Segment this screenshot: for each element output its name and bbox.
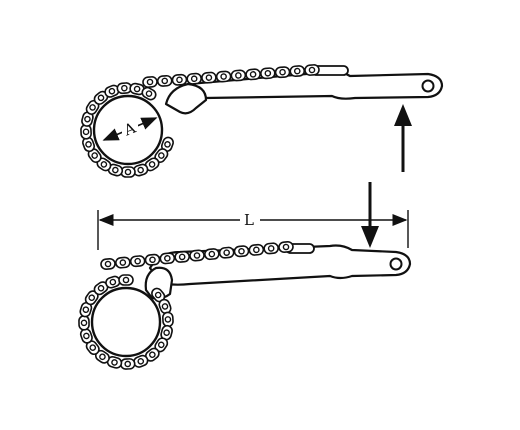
- chain-link: [81, 111, 94, 127]
- chain-link: [107, 163, 124, 177]
- chain-link: [160, 136, 174, 153]
- chain-link: [274, 66, 291, 79]
- top-chain: [80, 64, 320, 178]
- chain-link: [93, 90, 109, 105]
- chain-link: [133, 354, 149, 368]
- chain-link: [144, 253, 161, 266]
- chain-link: [142, 76, 158, 88]
- chain-link: [119, 358, 136, 370]
- chain-link: [85, 340, 100, 356]
- chain-link: [151, 287, 166, 303]
- chain-link: [248, 243, 265, 256]
- chain-link: [159, 252, 176, 265]
- top-wrench-jaw: [164, 82, 208, 115]
- chain-link: [115, 256, 131, 269]
- chain-link: [189, 249, 205, 262]
- top-handle-hole: [421, 79, 435, 93]
- chain-link: [304, 64, 320, 76]
- up-arrow: [394, 104, 412, 172]
- chain-link: [82, 136, 96, 153]
- bottom-handle-hole: [389, 257, 403, 271]
- chain-link: [120, 166, 136, 178]
- chain-link: [129, 255, 146, 268]
- chain-link: [230, 69, 247, 82]
- chain-link: [156, 74, 173, 87]
- chain-link: [245, 68, 261, 81]
- chain-link: [174, 250, 190, 263]
- chain-link: [289, 65, 306, 78]
- chain-link: [201, 71, 217, 84]
- chain-link: [233, 245, 250, 258]
- down-arrow: [361, 182, 379, 248]
- chain-link: [93, 281, 109, 296]
- chain-link: [104, 84, 120, 98]
- chain-link: [100, 258, 116, 270]
- chain-link: [263, 242, 279, 255]
- chain-link: [118, 274, 134, 286]
- bottom-pipe: [90, 286, 162, 358]
- chain-link: [87, 148, 102, 163]
- chain-link: [204, 248, 220, 261]
- chain-link: [144, 347, 160, 362]
- bottom-chain: [78, 241, 294, 370]
- chain-link: [278, 241, 294, 253]
- bottom-chain-wrench: [78, 241, 412, 370]
- chain-link: [85, 99, 100, 115]
- dimension-l-label: L: [244, 211, 254, 229]
- top-chain-wrench: A: [80, 64, 444, 178]
- chain-link: [144, 157, 160, 172]
- chain-link: [78, 315, 90, 331]
- chain-link: [218, 246, 235, 259]
- chain-link: [260, 67, 276, 80]
- dimension-l: L: [97, 210, 409, 250]
- chain-link: [171, 73, 188, 86]
- chain-link: [161, 311, 174, 328]
- chain-link: [215, 70, 232, 83]
- chain-link: [141, 86, 157, 101]
- chain-link: [186, 72, 202, 85]
